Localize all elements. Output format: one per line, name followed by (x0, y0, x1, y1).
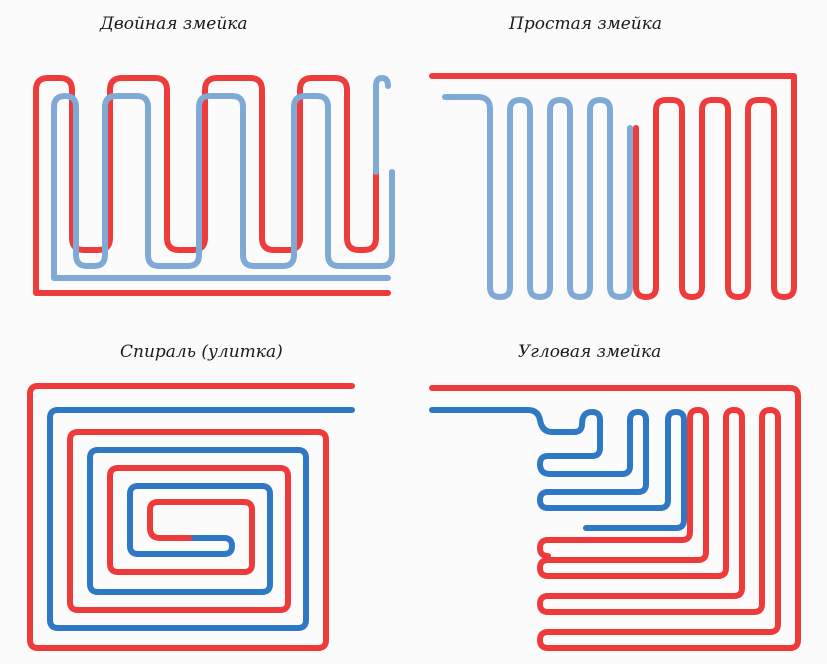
caption-corner-snake: Угловая змейка (518, 342, 662, 362)
double-snake-supply-pipe (33, 75, 391, 296)
corner-snake-return-pipe (429, 407, 687, 531)
spiral-supply-pipe (27, 383, 355, 651)
spiral-return-pipe (47, 407, 355, 631)
simple-snake-return-pipe (442, 94, 633, 300)
corner-snake-supply-pipe (429, 385, 801, 651)
double-snake-return-pipe (51, 93, 395, 281)
caption-simple-snake: Простая змейка (509, 14, 663, 34)
double-snake-diagram (33, 75, 395, 296)
caption-spiral: Спираль (улитка) (120, 342, 283, 362)
double-snake-return-end (373, 75, 391, 175)
caption-double-snake: Двойная змейка (100, 14, 248, 34)
corner-snake-diagram (429, 385, 801, 651)
simple-snake-supply-pipe (429, 73, 797, 300)
simple-snake-diagram (429, 73, 797, 300)
spiral-diagram (27, 383, 355, 651)
